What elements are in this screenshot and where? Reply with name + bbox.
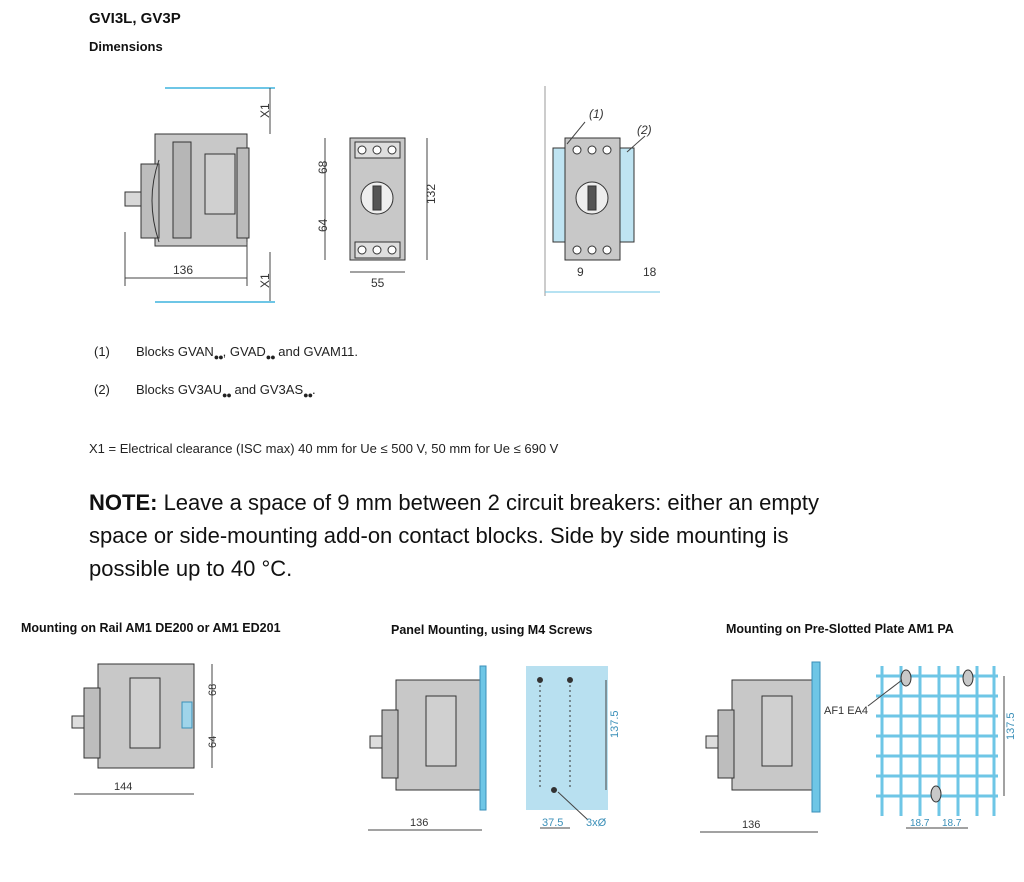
plate-pitch-1-label: 18.7 xyxy=(910,818,930,829)
footnote-number: (2) xyxy=(94,382,110,397)
plate-mounting-caption: Mounting on Pre-Slotted Plate AM1 PA xyxy=(726,622,954,636)
rail-upper-label: 68 xyxy=(207,684,219,696)
plate-height-label: 137.5 xyxy=(1005,712,1016,740)
bullet-dots: ●● xyxy=(265,352,276,362)
footnote-1: (1) Blocks GVAN●●, GVAD●● and GVAM11. xyxy=(94,344,694,364)
plate-depth-label: 136 xyxy=(742,819,760,831)
bullet-dots: ●● xyxy=(303,390,313,400)
callout-2-label: (2) xyxy=(637,123,652,137)
panel-screws-label: 3xØ xyxy=(586,817,607,829)
bullet-dots: ●● xyxy=(221,390,232,400)
panel-mounting-caption: Panel Mounting, using M4 Screws xyxy=(391,623,593,637)
lower-dim-label: 64 xyxy=(316,218,330,232)
block-width-2-label: 18 xyxy=(643,265,657,279)
width-label: 55 xyxy=(371,276,385,290)
footnote-2: (2) Blocks GV3AU●● and GV3AS●●. xyxy=(94,382,694,402)
upper-dim-label: 68 xyxy=(316,160,330,174)
plate-pitch-2-label: 18.7 xyxy=(942,818,962,829)
panel-width-label: 37.5 xyxy=(542,817,563,829)
footnote-number: (1) xyxy=(94,344,110,359)
plate-mounting-drawing: 136 AF1 EA4 137.5 18.7 18.7 xyxy=(698,656,1017,840)
rail-depth-label: 144 xyxy=(114,781,132,793)
x1-bottom-label: X1 xyxy=(258,273,272,288)
front-view-with-blocks xyxy=(544,86,635,296)
bullet-dots: ●● xyxy=(213,352,224,362)
plate-ref-label: AF1 EA4 xyxy=(824,705,868,717)
x1-top-label: X1 xyxy=(258,103,272,118)
note-label: NOTE: xyxy=(89,490,158,515)
side-view xyxy=(124,87,275,247)
panel-height-label: 137.5 xyxy=(609,710,621,738)
rail-mounting-drawing: 68 64 144 xyxy=(70,658,230,798)
callout-1-label: (1) xyxy=(589,107,604,121)
note-text: Leave a space of 9 mm between 2 circuit … xyxy=(89,490,820,581)
height-label: 132 xyxy=(424,184,438,204)
section-subtitle: Dimensions xyxy=(89,39,163,54)
front-view xyxy=(349,137,406,261)
note-paragraph: NOTE: Leave a space of 9 mm between 2 ci… xyxy=(89,486,849,585)
panel-depth-label: 136 xyxy=(410,817,428,829)
clearance-definition: X1 = Electrical clearance (ISC max) 40 m… xyxy=(89,441,559,456)
page-title: GVI3L, GV3P xyxy=(89,10,181,27)
rail-lower-label: 64 xyxy=(207,736,219,748)
block-width-label: 9 xyxy=(577,265,584,279)
panel-mounting-drawing: 136 137.5 37.5 3xØ xyxy=(366,660,626,835)
slotted-plate xyxy=(876,666,998,816)
depth-label: 136 xyxy=(173,263,193,277)
dimension-drawing: X1 X1 136 68 64 132 55 xyxy=(115,82,660,304)
footnote-text: Blocks GVAN●●, GVAD●● and GVAM11. xyxy=(136,344,358,362)
footnote-text: Blocks GV3AU●● and GV3AS●●. xyxy=(136,382,316,400)
rail-mounting-caption: Mounting on Rail AM1 DE200 or AM1 ED201 xyxy=(21,621,281,635)
